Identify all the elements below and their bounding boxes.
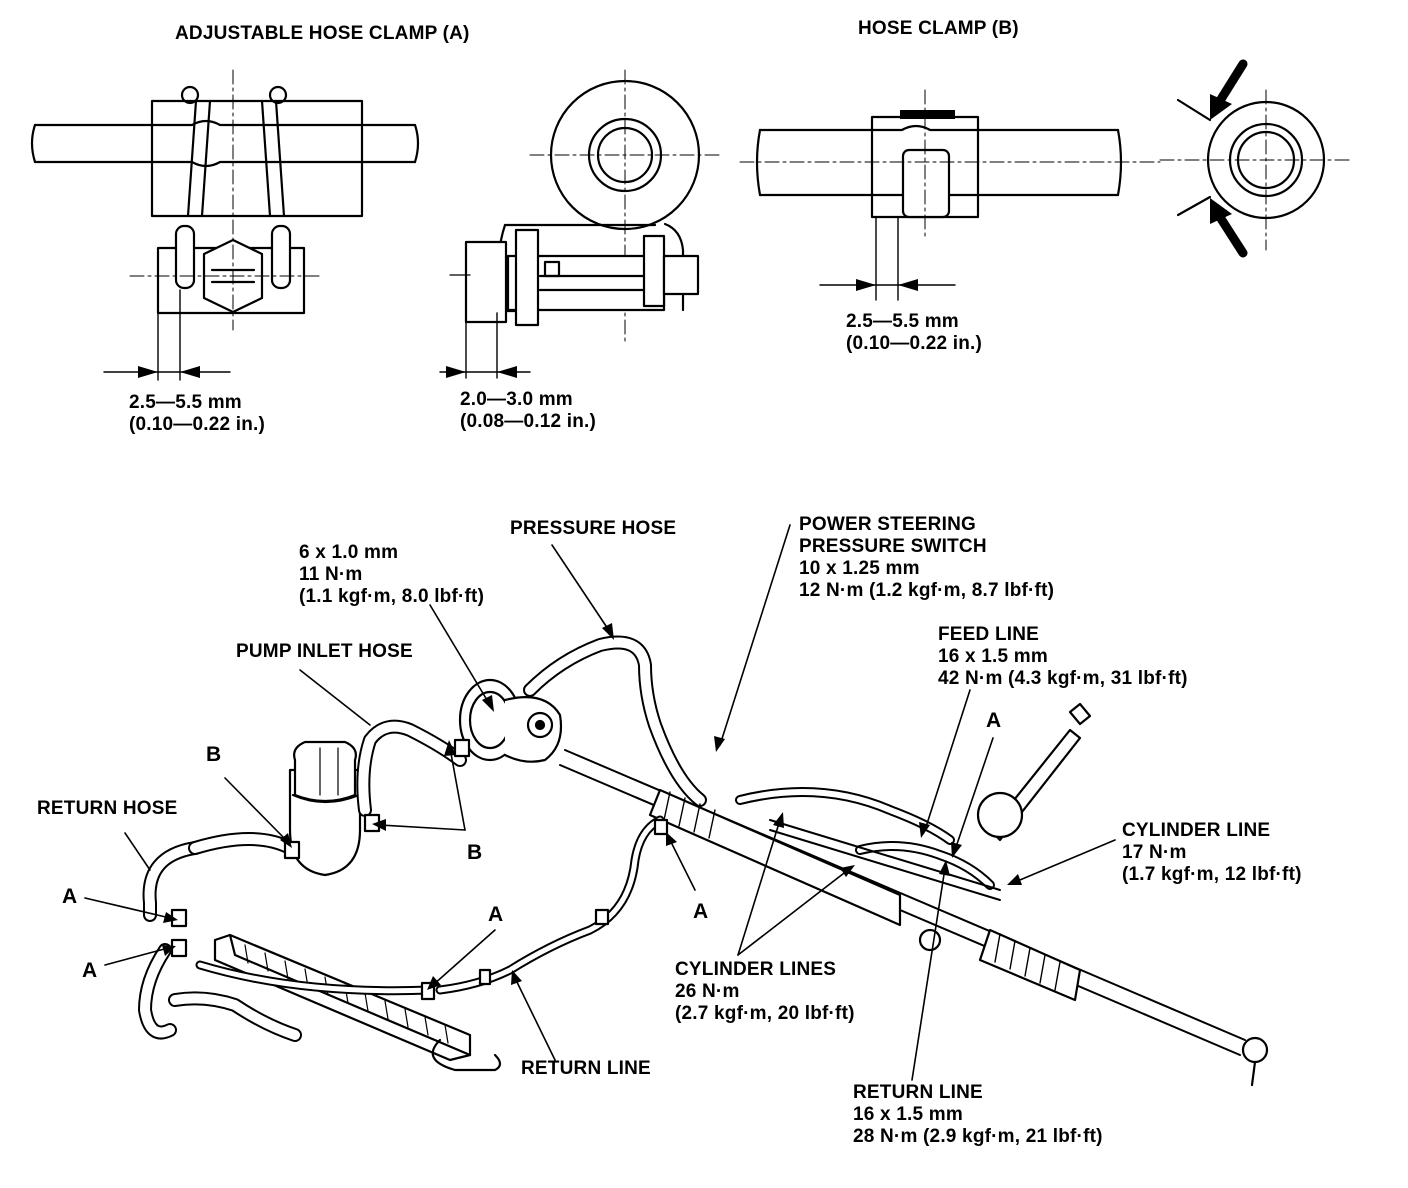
switch-size: 10 x 1.25 mm	[799, 558, 920, 579]
cylinder-line-torque-alt: (1.7 kgf·m, 12 lbf·ft)	[1122, 864, 1302, 885]
cylinder-lines-name: CYLINDER LINES	[675, 959, 837, 980]
pressure-switch-label: POWER STEERING PRESSURE SWITCH 10 x 1.25…	[799, 514, 1054, 602]
bolt-torque: 11 N·m	[299, 564, 363, 585]
return-line-right-label: RETURN LINE 16 x 1.5 mm 28 N·m (2.9 kgf·…	[853, 1082, 1103, 1148]
return-line-size: 16 x 1.5 mm	[853, 1104, 963, 1125]
clamp-a-band-dimension: 2.5—5.5 mm (0.10—0.22 in.)	[129, 392, 265, 436]
leader-lines	[84, 524, 1116, 1081]
clamp-b-callout: B	[206, 743, 222, 766]
cylinder-line-name: CYLINDER LINE	[1122, 820, 1271, 841]
clamp-a-end-view	[439, 69, 721, 379]
dimension-mm: 2.5—5.5 mm	[129, 392, 242, 413]
clamp-a-callout: A	[693, 900, 709, 923]
feed-line-torque: 42 N·m (4.3 kgf·m, 31 lbf·ft)	[938, 668, 1188, 689]
oil-cooler	[213, 933, 502, 1072]
clamp-a-callout: A	[62, 885, 78, 908]
return-line-torque: 28 N·m (2.9 kgf·m, 21 lbf·ft)	[853, 1126, 1103, 1147]
pump	[458, 678, 563, 763]
clamp-a-callout: A	[986, 709, 1002, 732]
return-line-left-label: RETURN LINE	[521, 1058, 651, 1079]
feed-line-name: FEED LINE	[938, 624, 1040, 645]
power-steering-assembly	[138, 635, 1269, 1087]
clamp-b-title: HOSE CLAMP (B)	[858, 18, 1019, 39]
dimension-mm: 2.0—3.0 mm	[460, 389, 573, 410]
reservoir	[288, 740, 362, 877]
clamp-a-callout: A	[82, 959, 98, 982]
clamp-b-callout: B	[467, 841, 483, 864]
pump-bolt-spec: 6 x 1.0 mm 11 N·m (1.1 kgf·m, 8.0 lbf·ft…	[299, 542, 484, 608]
dimension-in: (0.10—0.22 in.)	[846, 333, 983, 354]
pump-inlet-hose-label: PUMP INLET HOSE	[236, 641, 413, 662]
clamp-b-end-view	[1159, 59, 1351, 258]
clamp-b-side-view	[739, 89, 1161, 301]
pressure-hose-label: PRESSURE HOSE	[510, 518, 677, 539]
clamp-b-band-dimension: 2.5—5.5 mm (0.10—0.22 in.)	[846, 311, 982, 355]
switch-torque: 12 N·m (1.2 kgf·m, 8.7 lbf·ft)	[799, 580, 1055, 601]
cylinder-line-torque: 17 N·m	[1122, 842, 1187, 863]
dimension-mm: 2.5—5.5 mm	[846, 311, 959, 332]
switch-name-line2: PRESSURE SWITCH	[799, 536, 987, 557]
clamp-a-title: ADJUSTABLE HOSE CLAMP (A)	[175, 23, 470, 44]
return-hose-label: RETURN HOSE	[37, 798, 178, 819]
cylinder-lines-label: CYLINDER LINES 26 N·m (2.7 kgf·m, 20 lbf…	[675, 959, 855, 1025]
bolt-size: 6 x 1.0 mm	[299, 542, 399, 563]
feed-line-label: FEED LINE 16 x 1.5 mm 42 N·m (4.3 kgf·m,…	[938, 624, 1188, 690]
cylinder-lines-torque: 26 N·m	[675, 981, 740, 1002]
dimension-in: (0.08—0.12 in.)	[460, 411, 597, 432]
clamp-a-callout: A	[488, 903, 504, 926]
switch-name-line1: POWER STEERING	[799, 514, 976, 535]
clamp-a-gap-dimension: 2.0—3.0 mm (0.08—0.12 in.)	[460, 389, 596, 433]
cylinder-line-label: CYLINDER LINE 17 N·m (1.7 kgf·m, 12 lbf·…	[1122, 820, 1302, 886]
bolt-torque-alt: (1.1 kgf·m, 8.0 lbf·ft)	[299, 586, 485, 607]
dimension-in: (0.10—0.22 in.)	[129, 414, 266, 435]
feed-line-size: 16 x 1.5 mm	[938, 646, 1048, 667]
return-line-name: RETURN LINE	[853, 1082, 983, 1103]
clamp-a-side-view	[30, 69, 420, 381]
cylinder-lines-torque-alt: (2.7 kgf·m, 20 lbf·ft)	[675, 1003, 855, 1024]
